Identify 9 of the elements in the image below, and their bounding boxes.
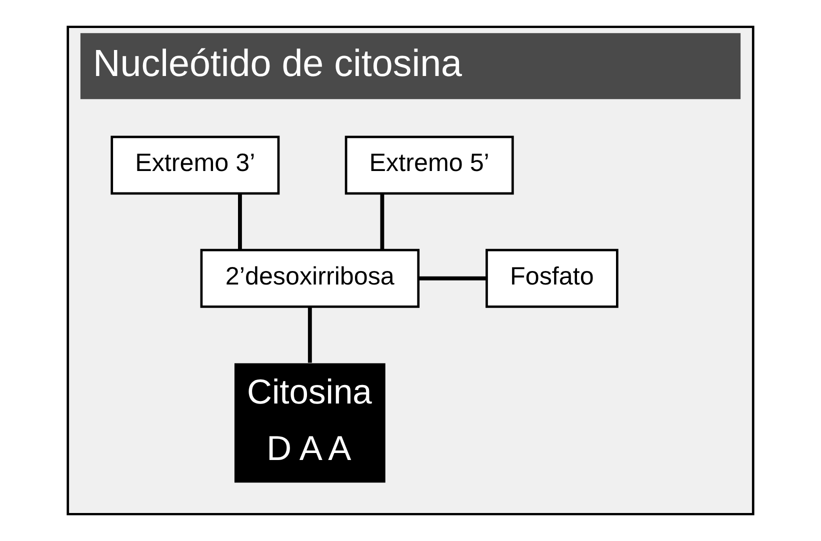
node-box: 2’desoxirribosa <box>200 248 420 308</box>
connector <box>308 306 312 363</box>
node-box: Fosfato <box>486 248 618 308</box>
connector <box>418 276 487 280</box>
connector <box>238 194 242 250</box>
node-box: Extremo 5’ <box>344 136 514 195</box>
connector <box>380 194 384 250</box>
node-box: Extremo 3’ <box>110 136 280 195</box>
node-box: Citosina D A A <box>234 363 386 483</box>
